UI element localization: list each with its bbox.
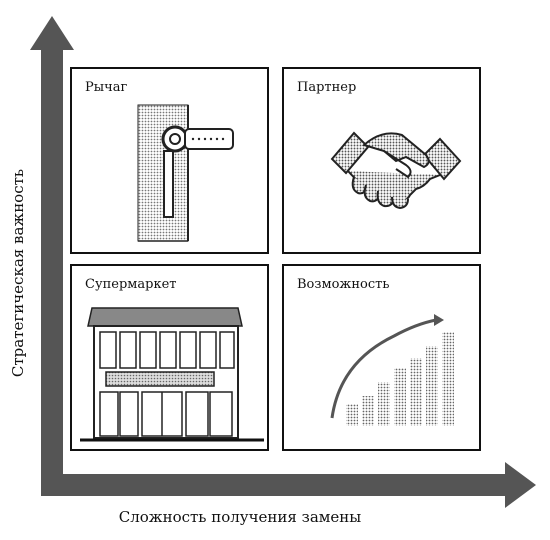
x-axis-label: Сложность получения замены <box>118 508 362 526</box>
y-axis-arrow <box>30 16 74 496</box>
x-axis-arrow <box>41 462 536 508</box>
quadrant-label: Возможность <box>297 277 390 292</box>
quadrant-partner: Партнер <box>282 67 481 254</box>
quadrant-lever: Рычаг <box>70 67 269 254</box>
quadrant-label: Партнер <box>297 80 357 95</box>
quadrant-label: Супермаркет <box>85 277 177 292</box>
handshake-icon <box>330 131 462 210</box>
quadrant-opportunity: Возможность <box>282 264 481 451</box>
y-axis-label: Стратегическая важность <box>9 168 27 378</box>
growth-bar-chart-icon <box>330 314 454 426</box>
quadrant-supermarket: Супермаркет <box>70 264 269 451</box>
lever-key-icon <box>137 104 234 242</box>
quadrant-label: Рычаг <box>85 80 128 95</box>
store-building-icon <box>80 307 264 442</box>
